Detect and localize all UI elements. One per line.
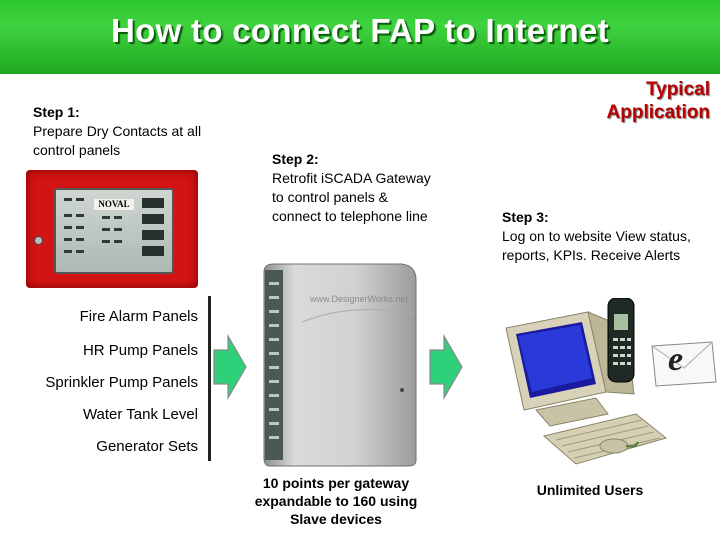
system-item-fire-alarm: Fire Alarm Panels: [79, 308, 198, 325]
system-item-water-tank: Water Tank Level: [82, 406, 198, 423]
panel-brand: NOVAL: [94, 199, 134, 210]
control-panel-photo: NOVAL: [26, 170, 198, 288]
gateway-url: www.DesignerWorks.net: [309, 294, 408, 304]
step-2-label: Step 2:: [272, 151, 319, 167]
title-bar: [0, 0, 720, 74]
step-3: Step 3: Log on to website View status, r…: [502, 208, 712, 265]
step-3-label: Step 3:: [502, 209, 549, 225]
panel-key-icon: [34, 236, 43, 245]
system-item-hr-pump: HR Pump Panels: [82, 342, 198, 359]
step-1: Step 1: Prepare Dry Contacts at all cont…: [33, 103, 233, 160]
svg-text:e: e: [668, 341, 683, 378]
arrow-right-icon: [213, 334, 247, 400]
system-item-generator: Generator Sets: [96, 438, 198, 455]
arrow-right-icon: [429, 334, 463, 400]
gateway-device-image: www.DesignerWorks.net: [263, 263, 417, 467]
step-1-text: Prepare Dry Contacts at all control pane…: [33, 123, 202, 158]
step-2-text: Retrofit iSCADA Gateway to control panel…: [272, 170, 431, 224]
users-caption: Unlimited Users: [536, 482, 644, 498]
typical-application-label: Typical Application: [606, 79, 710, 123]
gateway-caption: 10 points per gateway expandable to 160 …: [254, 475, 418, 527]
slide-title: How to connect FAP to Internet: [111, 12, 609, 49]
bracket-line: [208, 296, 211, 461]
system-item-sprinkler-pump: Sprinkler Pump Panels: [45, 374, 198, 391]
step-2: Step 2: Retrofit iSCADA Gateway to contr…: [272, 150, 432, 226]
computer-image: e: [505, 298, 717, 465]
panel-face: NOVAL: [54, 188, 174, 274]
step-3-text: Log on to website View status, reports, …: [502, 228, 691, 263]
step-1-label: Step 1:: [33, 104, 80, 120]
